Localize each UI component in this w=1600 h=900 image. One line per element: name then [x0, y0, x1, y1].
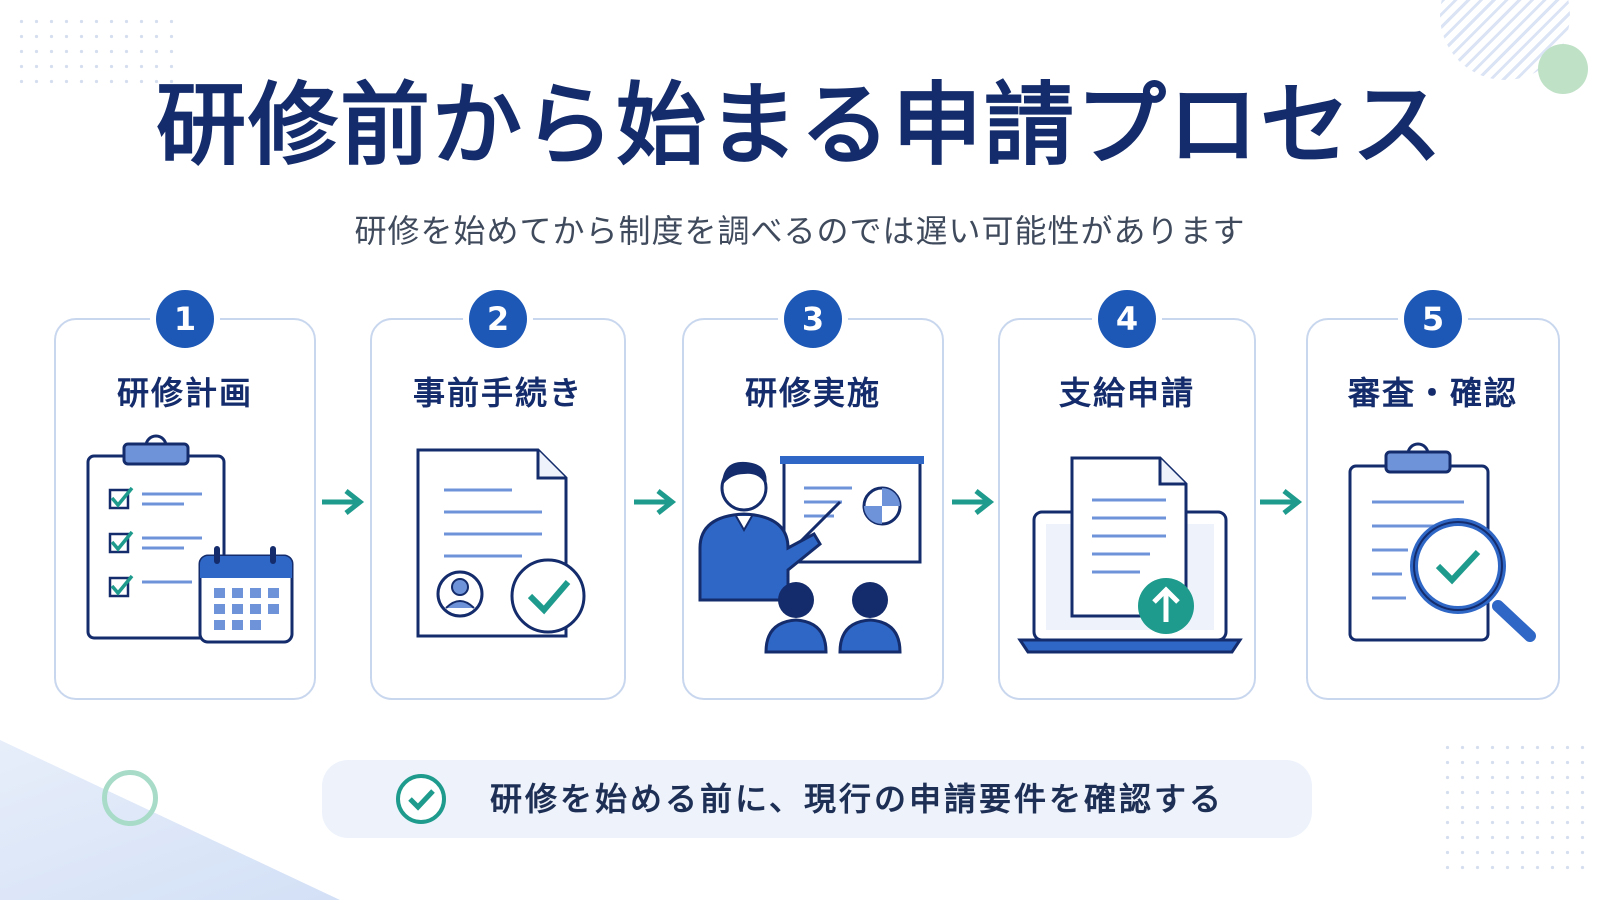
- clipboard-magnifier-icon: [1348, 442, 1536, 642]
- step-label: 事前手続き: [412, 374, 583, 412]
- note-banner: 研修を始める前に、現行の申請要件を確認する: [322, 760, 1312, 838]
- check-circle-icon: [396, 774, 446, 824]
- step-label: 審査・確認: [1347, 374, 1518, 412]
- document-profile-check-icon: [416, 448, 586, 638]
- step-number-badge: 4: [1098, 290, 1156, 348]
- step-card-1: 1 研修計画: [54, 290, 316, 700]
- step-label: 研修計画: [116, 374, 253, 412]
- laptop-document-upload-icon: [1017, 456, 1243, 654]
- arrow-right-icon: [322, 489, 365, 515]
- arrow-right-icon: [1260, 489, 1303, 515]
- hatched-circle-top-right: [1440, 0, 1570, 80]
- step-card-5: 5 審査・確認: [1306, 290, 1560, 700]
- step-number-badge: 2: [469, 290, 527, 348]
- step-number-badge: 1: [156, 290, 214, 348]
- page-title: 研修前から始まる申請プロセス: [156, 73, 1444, 178]
- step-card-4: 4 支給申請: [998, 290, 1256, 700]
- step-label: 研修実施: [744, 374, 881, 412]
- arrow-right-icon: [952, 489, 995, 515]
- step-card-2: 2 事前手続き: [370, 290, 626, 700]
- presenter-whiteboard-icon: [698, 456, 924, 654]
- step-number-badge: 5: [1404, 290, 1462, 348]
- triangle-bottom-left: [0, 740, 340, 900]
- ring-bottom-left: [102, 770, 158, 826]
- note-text: 研修を始める前に、現行の申請要件を確認する: [490, 780, 1225, 818]
- step-label: 支給申請: [1058, 374, 1195, 412]
- step-number-badge: 3: [784, 290, 842, 348]
- step-card-3: 3 研修実施: [682, 290, 944, 700]
- clipboard-checklist-icon: [86, 434, 294, 644]
- page-subtitle: 研修を始めてから制度を調べるのでは遅い可能性があります: [354, 212, 1246, 250]
- arrow-right-icon: [634, 489, 677, 515]
- dot-pattern-bottom-right: [1440, 740, 1590, 880]
